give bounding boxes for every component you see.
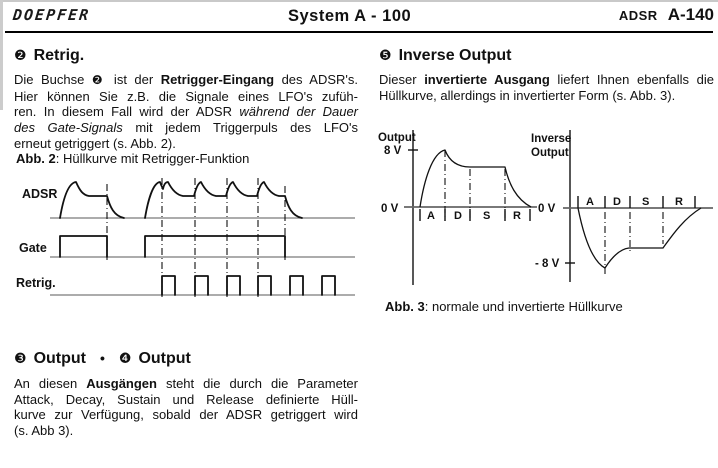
section-title-output-b: Output bbox=[138, 350, 191, 367]
circled-3-marker: ❸ bbox=[14, 351, 27, 367]
right-phase-r: R bbox=[675, 196, 683, 208]
section-heading-outputs: ❸ Output • ❹ Output bbox=[14, 350, 191, 368]
gate-pulses bbox=[59, 235, 286, 258]
text-line: (s. Abb 3). bbox=[14, 423, 74, 439]
fig2-caption: Abb. 2: Hüllkurve mit Retrigger-Funktion bbox=[16, 151, 360, 167]
circled-5-marker: ❺ bbox=[379, 48, 392, 64]
page-title: System A - 100 bbox=[288, 7, 412, 25]
header-rule bbox=[5, 31, 713, 33]
left-phase-a: A bbox=[427, 210, 435, 222]
text-line: An diesen Ausgängen steht die durch die … bbox=[14, 376, 358, 391]
text-line: erneut getriggert (s. Abb. 2). bbox=[14, 135, 176, 151]
text-line: Attack, Decay, Sustain und Release defin… bbox=[14, 391, 358, 407]
adsr-envelope-2 bbox=[144, 181, 303, 219]
retrig-paragraph: Die Buchse ❷ ist der Retrigger-Eingang d… bbox=[14, 72, 358, 152]
module-number: A-140 bbox=[667, 5, 714, 24]
text-line: kurve zur Verfügung, sobald der ADSR get… bbox=[14, 407, 358, 423]
left-phase-guides bbox=[444, 150, 506, 221]
text-line: ren. In diesem Fall wird der ADSR währen… bbox=[14, 104, 358, 120]
right-phase-d: D bbox=[613, 196, 621, 208]
retrig-row-label: Retrig. bbox=[16, 276, 56, 290]
section-title-retrig: Retrig. bbox=[33, 47, 85, 64]
retrig-pulses bbox=[161, 275, 336, 296]
adsr-envelope-1 bbox=[59, 181, 125, 219]
fig3-envelope-diagram: Output 8 V 0 V A D S R Inverse Output 0 … bbox=[378, 130, 713, 285]
left-phase-d: D bbox=[454, 210, 462, 222]
left-vmax-label: 8 V bbox=[384, 145, 402, 157]
left-axis-title: Output bbox=[378, 132, 416, 144]
bullet-separator: • bbox=[99, 350, 105, 366]
right-phase-guides bbox=[604, 212, 664, 274]
right-phase-ticks bbox=[577, 196, 696, 208]
circled-2-marker: ❷ bbox=[14, 48, 27, 64]
text-line: des Gate-Signals mit jedem Triggerpuls d… bbox=[14, 120, 358, 136]
text-line: Dieser invertierte Ausgang liefert Ihnen… bbox=[379, 72, 714, 87]
adsr-row-label: ADSR bbox=[22, 187, 57, 201]
section-heading-inverse: ❺ Inverse Output bbox=[379, 47, 511, 65]
normal-envelope-curve bbox=[419, 149, 532, 208]
right-axis-title-line1: Inverse bbox=[531, 133, 571, 145]
inverse-envelope-curve bbox=[577, 207, 702, 269]
right-zero-label: 0 V bbox=[538, 203, 556, 215]
gate-row-label: Gate bbox=[19, 241, 47, 255]
text-line: Hier können Sie z.B. die Signale eines L… bbox=[14, 88, 358, 104]
left-phase-s: S bbox=[483, 210, 490, 222]
section-title-output-a: Output bbox=[33, 350, 86, 367]
section-heading-retrig: ❷ Retrig. bbox=[14, 47, 84, 65]
circled-4-marker: ❹ bbox=[118, 351, 132, 367]
outputs-paragraph: An diesen Ausgängen steht die durch die … bbox=[14, 376, 358, 439]
text-line: Abb. 2: Hüllkurve mit Retrigger-Funktion bbox=[16, 151, 250, 166]
scan-edge-top bbox=[0, 0, 718, 2]
module-name: ADSR A-140 bbox=[619, 5, 714, 25]
event-guide-lines bbox=[106, 178, 286, 298]
text-line: Hüllkurve, allerdings in invertierter Fo… bbox=[379, 87, 676, 103]
doepfer-logo: DOEPFER bbox=[12, 6, 92, 24]
text-line: Abb. 3: normale und invertierte Hüllkurv… bbox=[385, 299, 623, 314]
right-vmin-label: - 8 V bbox=[535, 258, 560, 270]
fig3-caption: Abb. 3: normale und invertierte Hüllkurv… bbox=[385, 299, 715, 315]
inverse-paragraph: Dieser invertierte Ausgang liefert Ihnen… bbox=[379, 72, 714, 103]
left-zero-label: 0 V bbox=[381, 203, 399, 215]
right-phase-a: A bbox=[586, 196, 594, 208]
fig2-retrigger-diagram: ADSR Gate Retrig. bbox=[16, 178, 355, 298]
scan-edge-left bbox=[0, 0, 3, 110]
left-phase-r: R bbox=[513, 210, 521, 222]
section-title-inverse: Inverse Output bbox=[398, 47, 512, 64]
module-series: ADSR bbox=[618, 8, 658, 23]
right-axis-title-line2: Output bbox=[531, 147, 569, 159]
right-phase-s: S bbox=[642, 196, 649, 208]
text-line: Die Buchse ❷ ist der Retrigger-Eingang d… bbox=[14, 72, 359, 87]
